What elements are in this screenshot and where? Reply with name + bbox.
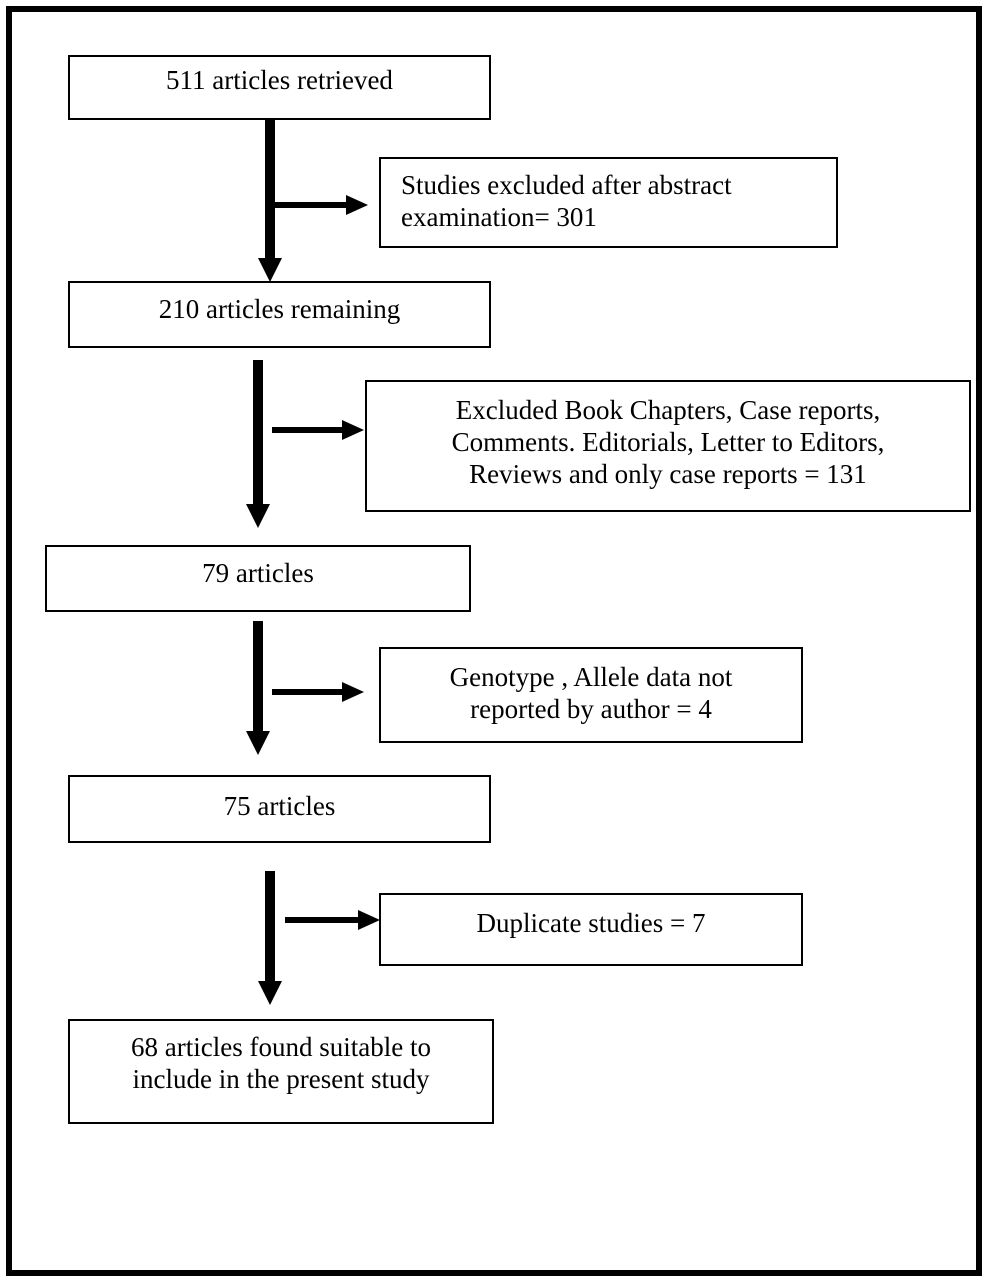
- excluded-abstract-line2: examination= 301: [401, 202, 597, 232]
- articles-79-text: 79 articles: [202, 558, 314, 588]
- retrieved-text: 511 articles retrieved: [166, 65, 393, 95]
- box-final: 68 articles found suitable to include in…: [68, 1019, 494, 1124]
- final-line1: 68 articles found suitable to: [131, 1032, 431, 1062]
- box-duplicates: Duplicate studies = 7: [379, 893, 803, 966]
- arrowhead-duplicates: [358, 910, 380, 930]
- excluded-types-line3: Reviews and only case reports = 131: [469, 459, 867, 489]
- arrowhead-final: [258, 981, 282, 1005]
- box-retrieved: 511 articles retrieved: [68, 55, 491, 120]
- arrowhead-remaining: [258, 258, 282, 282]
- arrowhead-excluded-types: [342, 420, 364, 440]
- box-75-articles: 75 articles: [68, 775, 491, 843]
- arrowhead-excluded-abstract: [346, 195, 368, 215]
- excluded-abstract-line1: Studies excluded after abstract: [401, 170, 732, 200]
- box-excluded-types: Excluded Book Chapters, Case reports, Co…: [365, 380, 971, 512]
- box-79-articles: 79 articles: [45, 545, 471, 612]
- box-excluded-abstract: Studies excluded after abstract examinat…: [379, 157, 838, 248]
- duplicates-text: Duplicate studies = 7: [476, 908, 706, 938]
- excluded-types-line2: Comments. Editorials, Letter to Editors,: [451, 427, 885, 457]
- excluded-types-line1: Excluded Book Chapters, Case reports,: [455, 395, 881, 425]
- arrowhead-genotype: [342, 682, 364, 702]
- final-line2: include in the present study: [132, 1064, 430, 1094]
- box-genotype: Genotype , Allele data not reported by a…: [379, 647, 803, 743]
- genotype-line2: reported by author = 4: [470, 694, 712, 724]
- arrowhead-75: [246, 731, 270, 755]
- remaining-text: 210 articles remaining: [158, 294, 401, 324]
- genotype-line1: Genotype , Allele data not: [449, 662, 733, 692]
- articles-75-text: 75 articles: [223, 791, 336, 821]
- arrowhead-79: [246, 504, 270, 528]
- box-remaining: 210 articles remaining: [68, 281, 491, 348]
